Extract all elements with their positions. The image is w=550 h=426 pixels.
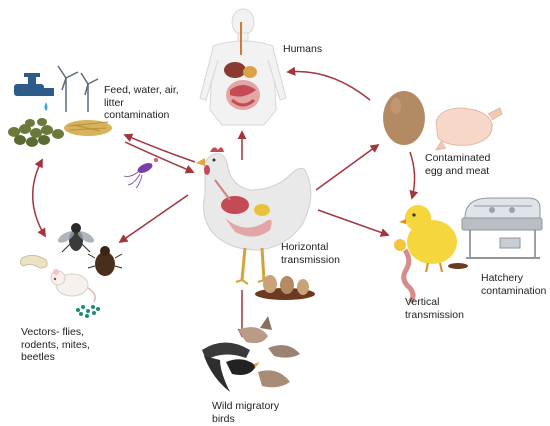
hatchery-incubator-icon	[461, 197, 543, 259]
label-contaminated-egg-meat: Contaminated egg and meat	[425, 152, 491, 177]
human-figure-icon	[199, 8, 287, 126]
wild-birds-icon	[202, 316, 300, 392]
label-hatchery-contamination: Hatchery contamination	[481, 272, 547, 297]
arrow-feed-to-hen	[124, 141, 195, 174]
rodent-icon	[50, 269, 96, 303]
fly-icon	[57, 223, 95, 253]
chick-organs-icon	[394, 239, 416, 304]
eggs-on-litter-icon	[255, 275, 315, 300]
arrows	[32, 66, 419, 338]
larva-icon	[19, 254, 48, 269]
label-vertical-transmission: Vertical transmission	[405, 296, 464, 321]
label-horizontal-transmission: Horizontal transmission	[281, 241, 340, 266]
straw-litter-icon	[64, 120, 112, 136]
arrow-hen-to-feed	[123, 133, 196, 163]
wind-turbine-icon	[57, 65, 99, 112]
arrow-hen-to-chick	[317, 209, 390, 237]
hen-anatomy-icon	[196, 147, 312, 285]
arrow-feed-vectors	[32, 158, 46, 238]
chick-icon	[399, 205, 468, 273]
label-vectors: Vectors- flies, rodents, mites, beetles	[21, 326, 90, 363]
egg-icon	[383, 91, 425, 145]
label-wild-migratory-birds: Wild migratory birds	[212, 400, 280, 425]
label-humans: Humans	[283, 43, 323, 55]
arrow-hen-to-egg	[315, 143, 380, 191]
mites-icon	[76, 305, 100, 318]
water-tap-icon	[14, 73, 54, 111]
arrow-egg-to-chick	[409, 151, 419, 200]
arrow-hen-to-vectors	[118, 194, 189, 244]
arrow-egg-to-humans	[286, 66, 371, 101]
beetle-icon	[87, 246, 123, 276]
bacteria-icon	[123, 158, 158, 189]
chicken-meat-icon	[434, 107, 503, 151]
feed-pellets-icon	[8, 118, 64, 147]
label-feed-contamination: Feed, water, air, litter contamination	[104, 84, 179, 121]
